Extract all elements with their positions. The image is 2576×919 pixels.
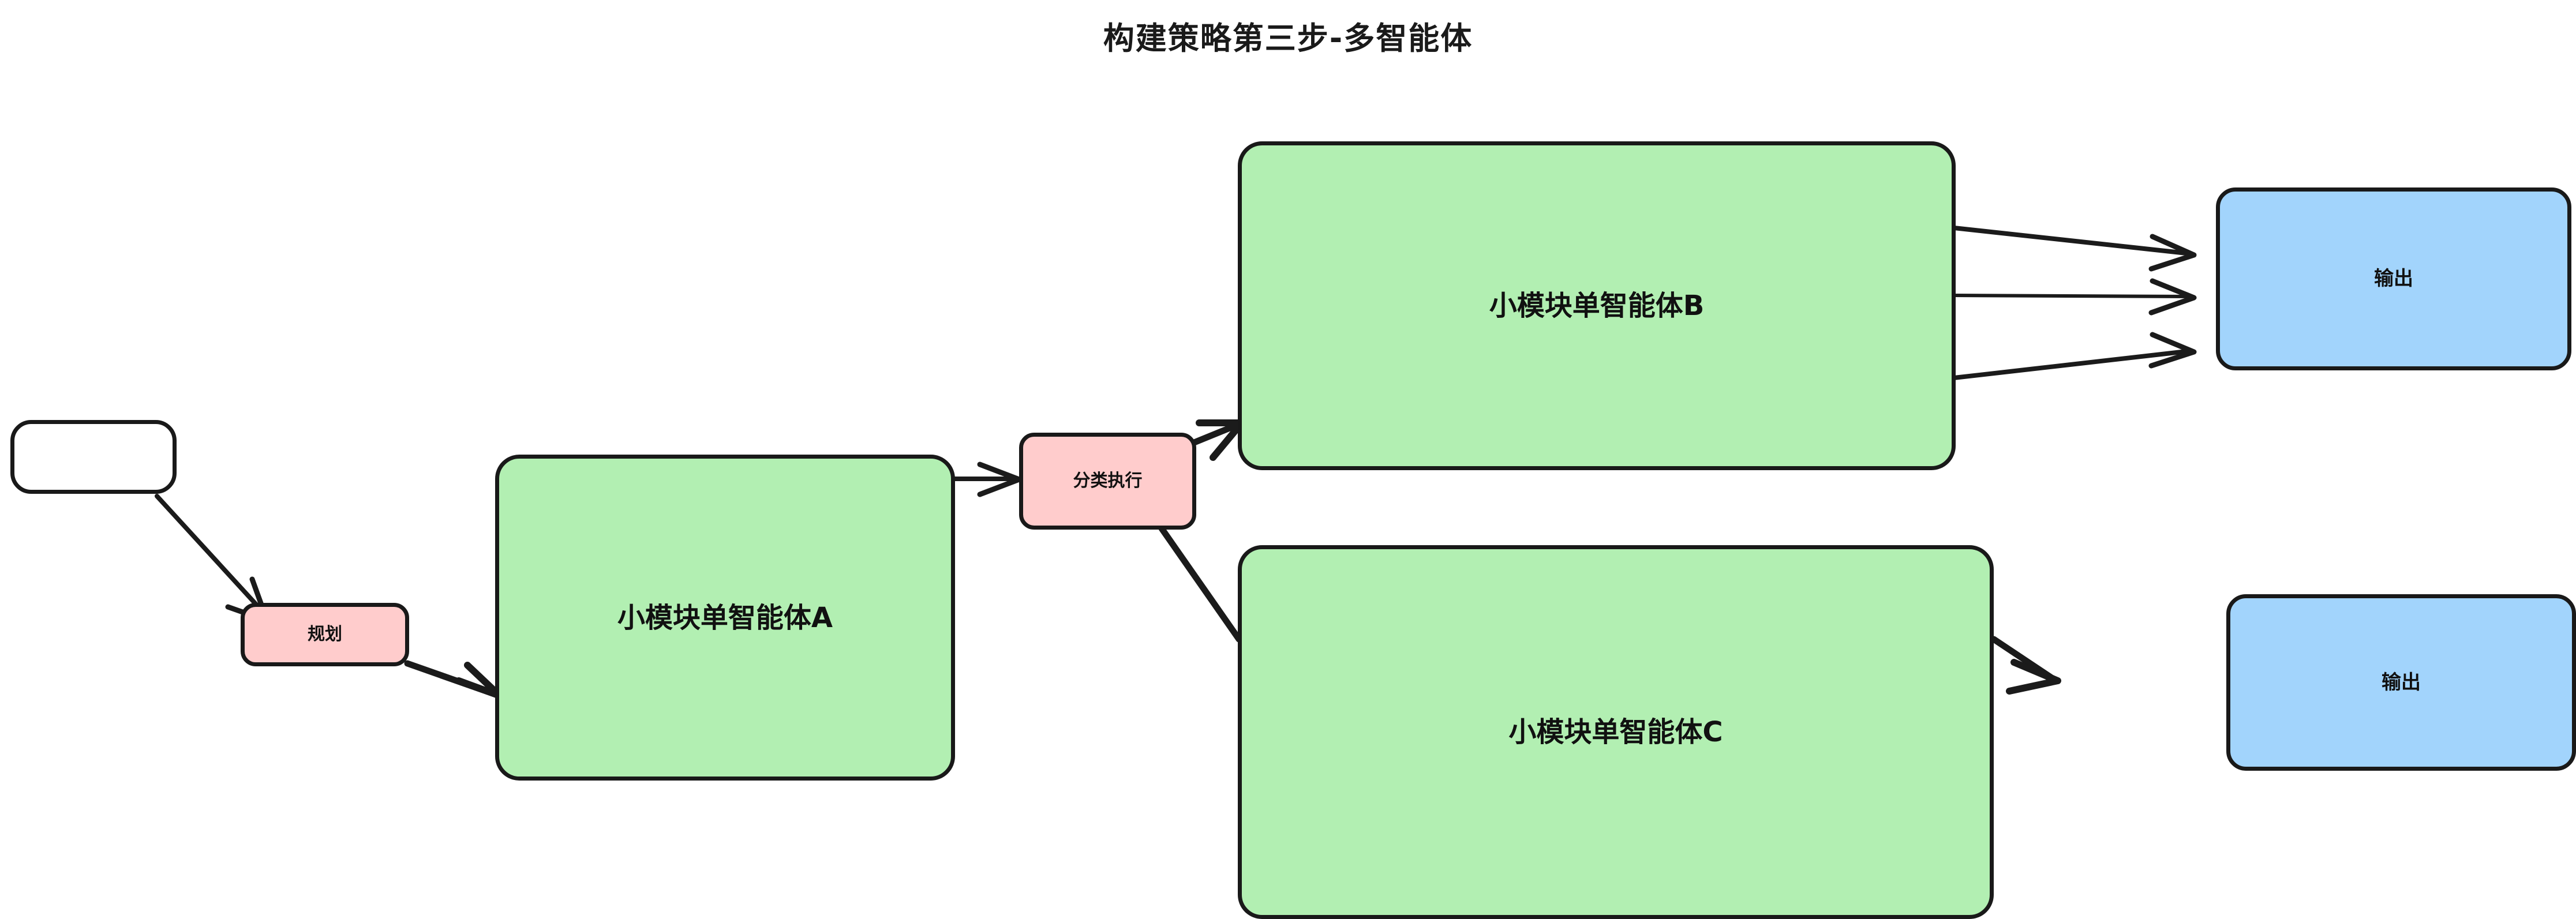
node-agent-b-label: 小模块单智能体B (1489, 290, 1705, 322)
node-output-top[interactable]: 输出 (2216, 187, 2571, 370)
edge-plan-to-agent-a (404, 660, 503, 699)
node-agent-a[interactable]: 小模块单智能体A (495, 455, 955, 781)
node-start[interactable] (10, 420, 177, 494)
edge-agent-c-to-out-bot (1990, 636, 2061, 695)
edge-agent-b-to-out-top-2 (1952, 278, 2197, 316)
edge-agent-b-to-out-top-1 (1952, 226, 2197, 272)
node-route[interactable]: 分类执行 (1019, 433, 1196, 530)
edge-agent-a-to-route (953, 462, 1022, 497)
node-agent-a-label: 小模块单智能体A (617, 601, 833, 634)
node-agent-c-label: 小模块单智能体C (1508, 716, 1723, 748)
node-route-label: 分类执行 (1073, 471, 1143, 492)
edge-agent-b-to-out-top-3 (1952, 332, 2197, 380)
page-title: 构建策略第三步-多智能体 (1103, 20, 1473, 57)
node-agent-c[interactable]: 小模块单智能体C (1238, 545, 1994, 919)
node-output-bottom[interactable]: 输出 (2226, 594, 2576, 771)
edge-start-to-plan (155, 494, 270, 624)
node-plan-label: 规划 (308, 624, 342, 645)
node-output-bottom-label: 输出 (2382, 670, 2421, 694)
node-plan[interactable]: 规划 (241, 603, 409, 666)
node-agent-b[interactable]: 小模块单智能体B (1238, 141, 1956, 470)
node-output-top-label: 输出 (2374, 267, 2413, 291)
edge-route-to-agent-c (1158, 525, 1242, 643)
